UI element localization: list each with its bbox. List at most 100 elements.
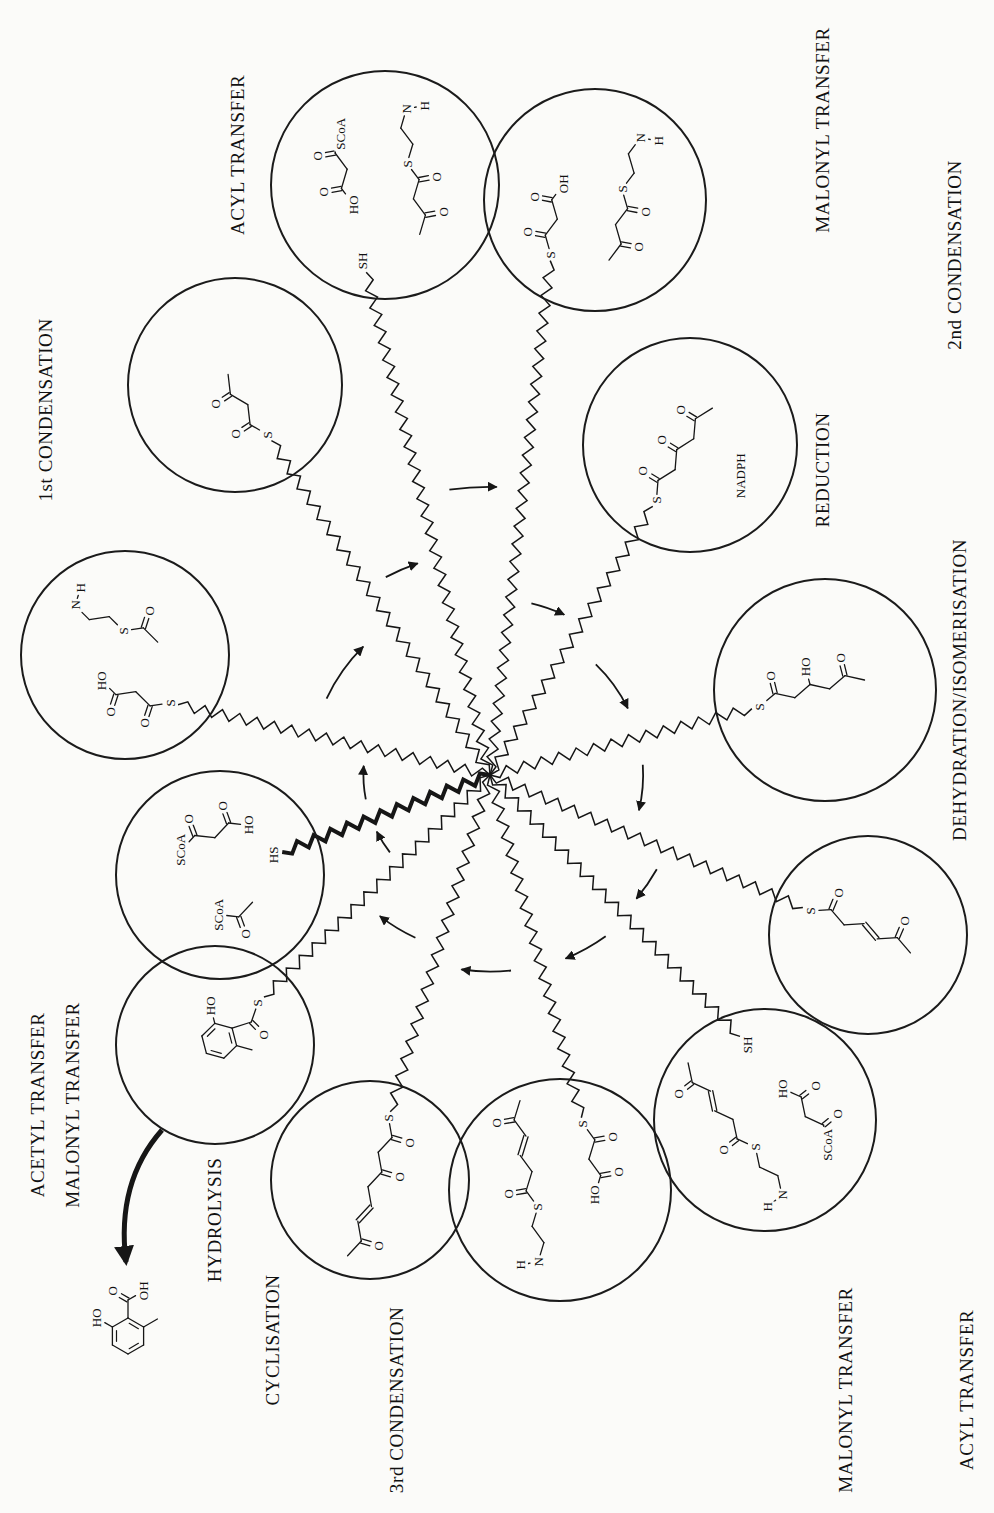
bond-line (677, 439, 694, 450)
ring-bond (215, 1023, 232, 1028)
bond-line (356, 1205, 370, 1220)
bond-line (688, 1063, 692, 1083)
active-site-circle: 2nd CONDENSATION (483, 88, 707, 312)
bond-line (760, 1167, 778, 1176)
bond-line (532, 1226, 544, 1242)
bond-line (877, 938, 897, 939)
step-label: HYDROLYSIS (204, 1158, 226, 1282)
atom-label: O (521, 226, 535, 237)
active-site-circle: MALONYL TRANSFER (653, 1008, 877, 1232)
bond-line (628, 206, 638, 208)
atom-label: O (317, 186, 331, 197)
sequence-arrow (596, 664, 628, 708)
bond-line (378, 1138, 392, 1153)
step-label: CYCLISATION (261, 1274, 283, 1405)
bond-line (420, 180, 430, 182)
cofactor-label: NADPH (734, 452, 748, 499)
ring-bond (112, 1318, 128, 1327)
atom-label: O (764, 670, 778, 681)
bond-line (325, 151, 335, 153)
active-site-circle: 3rd CONDENSATION (448, 1078, 672, 1302)
active-site-circle: MALONYL TRANSFER (270, 70, 500, 300)
bond-line (82, 612, 89, 619)
atom-label: O (632, 241, 646, 252)
bond-line (195, 836, 215, 838)
bond-line (390, 1124, 393, 1138)
bond-line (425, 211, 435, 213)
bond-line (335, 153, 347, 169)
atom-label: HO (776, 1078, 790, 1099)
pantetheine-arm (490, 775, 803, 909)
atom-label: HO (799, 657, 813, 678)
bond-line (520, 1155, 532, 1171)
atom-label: O (831, 887, 845, 898)
atom-label: O (142, 605, 156, 616)
bond-line (609, 244, 621, 260)
bond-line (715, 1111, 733, 1120)
active-site-circle: CYCLISATION (270, 1080, 470, 1280)
atom-label: N (531, 1256, 545, 1267)
sequence-arrow (639, 765, 643, 810)
bond-line (227, 812, 231, 822)
bond-line (526, 1172, 532, 1191)
atom-label: HO (203, 995, 217, 1016)
ring-bond (206, 1053, 223, 1058)
bond-line (589, 1140, 595, 1159)
atom-label: N (775, 1189, 789, 1200)
bond-line (241, 916, 245, 926)
ring-bond (112, 1345, 128, 1354)
bond-line (587, 1130, 595, 1140)
bond-line (552, 200, 558, 219)
bond-line (713, 1091, 717, 1111)
bond-line (595, 1140, 605, 1142)
bond-line (116, 692, 136, 695)
bond-line (368, 1172, 382, 1187)
ring-bond (202, 1036, 207, 1053)
bond-line (518, 1136, 524, 1155)
bond-line (708, 1092, 712, 1112)
atom-label: H (514, 1259, 528, 1270)
bond-line (413, 180, 419, 199)
ring-bond (128, 1318, 144, 1327)
bond-line (833, 901, 837, 911)
bond-line (616, 225, 622, 244)
atom-label: O (898, 915, 912, 926)
bond-line (368, 1187, 372, 1207)
ring-bond (116, 1331, 117, 1342)
bond-line (250, 1024, 256, 1030)
bond-line (132, 628, 144, 630)
bond-line (358, 1221, 362, 1241)
bond-line (899, 929, 903, 939)
bond-line (228, 375, 230, 395)
bond-line (248, 405, 250, 425)
bond-line (616, 209, 628, 225)
bond-line (840, 666, 843, 676)
step-label: DEHYDRATION/ISOMERISATION (949, 539, 971, 841)
pantetheine-arm (282, 773, 490, 853)
bond-line (542, 200, 552, 202)
bond-line (622, 242, 632, 244)
bond-line (844, 665, 847, 675)
release-arrow (124, 1130, 162, 1262)
bond-line (694, 419, 696, 439)
ring-bond (112, 1327, 113, 1345)
bond-line (830, 676, 845, 689)
bond-line (866, 922, 879, 937)
atom-label: S (400, 159, 414, 168)
step-label: ACETYL TRANSFER (27, 1013, 49, 1198)
bond-line (650, 478, 657, 482)
pantetheine-arm (390, 775, 490, 1112)
bond-line (800, 1090, 806, 1095)
pantetheine-arm (271, 441, 490, 775)
atom-label: O (209, 398, 223, 409)
atom-label: H (74, 582, 88, 593)
atom-label: H (652, 135, 666, 146)
ring-bond (143, 1327, 144, 1345)
step-label: 2nd CONDENSATION (944, 160, 966, 350)
bond-line (757, 1153, 760, 1167)
atom-label: SCoA (334, 117, 348, 151)
bond-line (415, 106, 417, 108)
atom-label: O (606, 1131, 620, 1142)
bond-line (426, 216, 436, 218)
bond-line (775, 682, 778, 692)
